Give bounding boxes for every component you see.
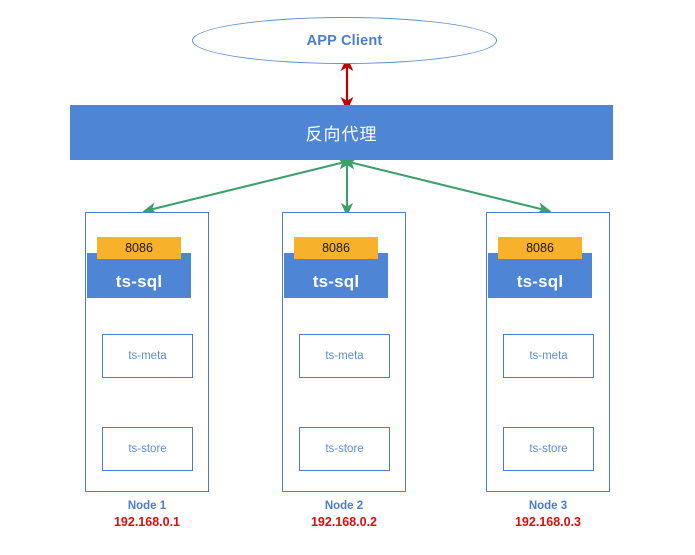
ts-store-component-1[interactable]: ts-store (102, 427, 193, 471)
ts-store-label-1: ts-store (128, 443, 167, 455)
proxy-node3-arrow (342, 157, 552, 215)
node-caption-1: Node 1 192.168.0.1 (85, 498, 209, 531)
ts-meta-component-3[interactable]: ts-meta (503, 334, 594, 378)
ts-sql-service-1[interactable]: ts-sql (87, 253, 191, 298)
reverse-proxy-label: 反向代理 (305, 125, 378, 144)
port-label-1: 8086 (125, 241, 153, 255)
ts-meta-component-2[interactable]: ts-meta (299, 334, 390, 378)
ts-store-component-3[interactable]: ts-store (503, 427, 594, 471)
reverse-proxy-node[interactable]: 反向代理 (70, 105, 613, 160)
port-label-3: 8086 (526, 241, 554, 255)
port-badge-1: 8086 (97, 237, 181, 259)
node-name-2: Node 2 (324, 500, 364, 512)
node-ip-1: 192.168.0.1 (113, 515, 181, 529)
port-label-2: 8086 (322, 241, 350, 255)
node-name-1: Node 1 (127, 500, 167, 512)
node-name-3: Node 3 (528, 500, 568, 512)
app-client-label: APP Client (306, 32, 383, 49)
ts-sql-service-2[interactable]: ts-sql (284, 253, 388, 298)
app-client-node[interactable]: APP Client (192, 17, 497, 64)
node-ip-3: 192.168.0.3 (514, 515, 582, 529)
ts-meta-label-1: ts-meta (128, 350, 167, 362)
node-caption-2: Node 2 192.168.0.2 (282, 498, 406, 531)
ts-store-label-3: ts-store (529, 443, 568, 455)
ts-meta-label-2: ts-meta (325, 350, 364, 362)
ts-store-label-2: ts-store (325, 443, 364, 455)
node-box-1[interactable]: ts-sql 8086 ts-meta ts-store (85, 212, 209, 492)
ts-store-component-2[interactable]: ts-store (299, 427, 390, 471)
node-box-3[interactable]: ts-sql 8086 ts-meta ts-store (486, 212, 610, 492)
proxy-node1-arrow (142, 157, 352, 215)
ts-meta-label-3: ts-meta (529, 350, 568, 362)
ts-sql-service-3[interactable]: ts-sql (488, 253, 592, 298)
ts-meta-component-1[interactable]: ts-meta (102, 334, 193, 378)
ts-sql-label-3: ts-sql (516, 272, 564, 291)
port-badge-3: 8086 (498, 237, 582, 259)
node-box-2[interactable]: ts-sql 8086 ts-meta ts-store (282, 212, 406, 492)
node-caption-3: Node 3 192.168.0.3 (486, 498, 610, 531)
ts-sql-label-2: ts-sql (312, 272, 360, 291)
ts-sql-label-1: ts-sql (115, 272, 163, 291)
node-ip-2: 192.168.0.2 (310, 515, 378, 529)
port-badge-2: 8086 (294, 237, 378, 259)
